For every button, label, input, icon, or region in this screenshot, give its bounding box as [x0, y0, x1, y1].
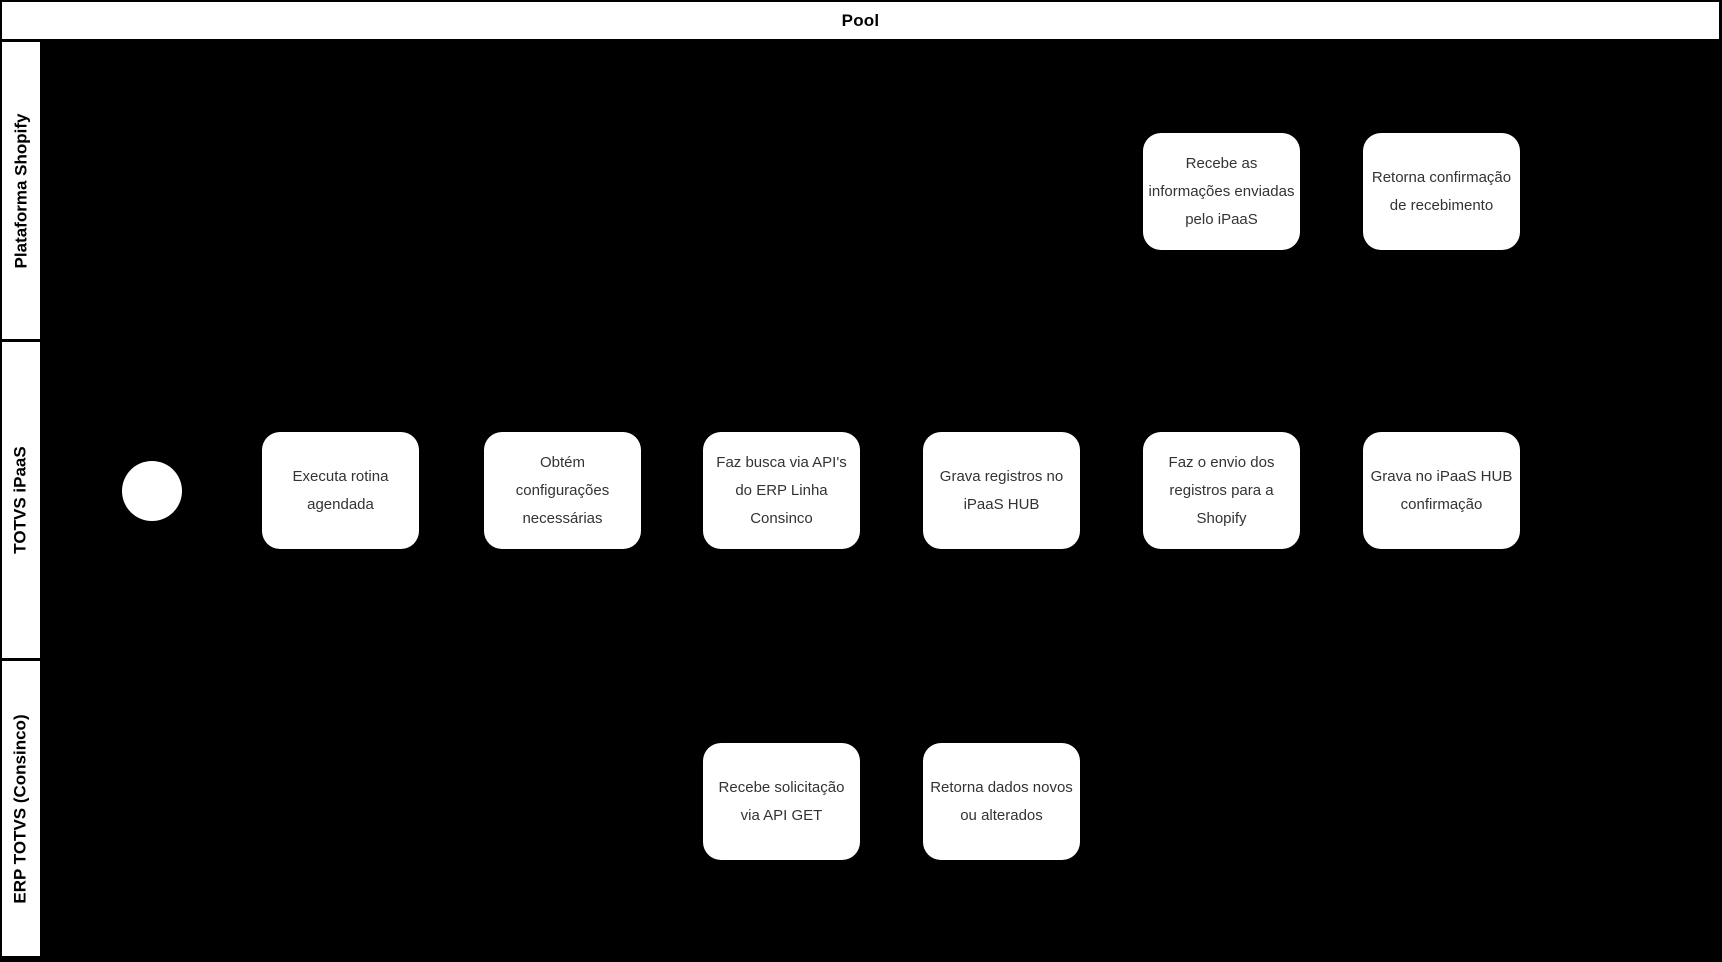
task-label-line: configurações — [515, 481, 610, 499]
task-label-line: Grava registros no — [939, 467, 1064, 485]
task-label-line: Grava no iPaaS HUB — [1370, 467, 1513, 485]
task-label-line: Recebe solicitação — [718, 778, 845, 796]
task-label-line: pelo iPaaS — [1185, 210, 1258, 228]
task-recebe-informacoes-ipaas[interactable]: Recebe as informações enviadas pelo iPaa… — [1143, 133, 1300, 250]
task-label-line: Executa rotina — [292, 467, 389, 485]
task-label-line: Shopify — [1196, 509, 1247, 527]
lane-label-plataforma-shopify: Plataforma Shopify — [2, 42, 40, 339]
task-faz-busca-api-erp-consinco[interactable]: Faz busca via API's do ERP Linha Consinc… — [703, 432, 860, 549]
task-retorna-confirmacao-recebimento[interactable]: Retorna confirmação de recebimento — [1363, 133, 1520, 250]
task-label-line: Faz o envio dos — [1168, 453, 1275, 471]
task-label-line: de recebimento — [1389, 196, 1494, 214]
lane-label-erp-totvs-consinco: ERP TOTVS (Consinco) — [2, 661, 40, 956]
task-label-line: Retorna confirmação — [1371, 168, 1512, 186]
pool-title: Pool — [841, 10, 880, 30]
start-event-icon[interactable] — [122, 461, 182, 521]
task-grava-ipaas-hub-confirmacao[interactable]: Grava no iPaaS HUB confirmação — [1363, 432, 1520, 549]
task-faz-envio-registros-shopify[interactable]: Faz o envio dos registros para a Shopify — [1143, 432, 1300, 549]
task-label-line: Recebe as — [1185, 154, 1258, 172]
task-label-line: necessárias — [522, 509, 603, 527]
task-executa-rotina-agendada[interactable]: Executa rotina agendada — [262, 432, 419, 549]
task-grava-registros-ipaas-hub[interactable]: Grava registros no iPaaS HUB — [923, 432, 1080, 549]
task-label-line: Consinco — [750, 509, 813, 527]
task-label-line: Retorna dados novos — [930, 778, 1073, 796]
lane-label-text: TOTVS iPaaS — [11, 446, 30, 554]
task-label-line: registros para a — [1169, 481, 1274, 499]
lane-label-text: ERP TOTVS (Consinco) — [11, 713, 31, 904]
task-label-line: confirmação — [1400, 495, 1483, 513]
task-recebe-solicitacao-api-get[interactable]: Recebe solicitação via API GET — [703, 743, 860, 860]
task-label-line: do ERP Linha — [735, 481, 828, 499]
task-obtem-configuracoes-necessarias[interactable]: Obtém configurações necessárias — [484, 432, 641, 549]
lane-label-text: Plataforma Shopify — [11, 113, 31, 268]
task-label-line: iPaaS HUB — [963, 495, 1040, 513]
lane-label-totvs-ipaas: TOTVS iPaaS — [2, 342, 40, 658]
task-label-line: Faz busca via API's — [716, 453, 847, 471]
task-retorna-dados-novos-alterados[interactable]: Retorna dados novos ou alterados — [923, 743, 1080, 860]
pool-header: Pool — [2, 2, 1719, 39]
task-label-line: informações enviadas — [1148, 182, 1295, 200]
task-label-line: Obtém — [539, 453, 585, 471]
task-label-line: via API GET — [740, 806, 823, 824]
task-label-line: agendada — [307, 495, 374, 513]
task-label-line: ou alterados — [960, 806, 1043, 824]
